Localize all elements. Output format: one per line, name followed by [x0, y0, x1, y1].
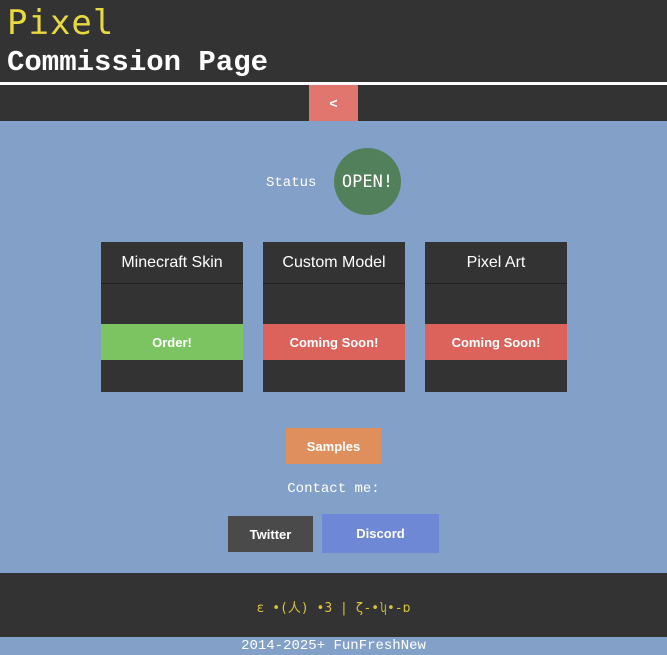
commission-card-minecraft-skin: Minecraft Skin Order! [101, 242, 243, 392]
site-logo: Pixel [7, 3, 115, 43]
footer: ε •(人) •3 | ζ-•ʮ•-ɒ [0, 573, 667, 637]
footer-kaomoji: ε •(人) •3 | ζ-•ʮ•-ɒ [256, 601, 411, 616]
card-title: Pixel Art [425, 242, 567, 284]
status-badge: OPEN! [334, 148, 401, 215]
card-title: Custom Model [263, 242, 405, 284]
back-button[interactable]: < [309, 85, 358, 121]
card-title: Minecraft Skin [101, 242, 243, 284]
twitter-button[interactable]: Twitter [228, 516, 313, 552]
contact-label: Contact me: [287, 481, 380, 497]
samples-button[interactable]: Samples [286, 428, 381, 464]
commission-card-custom-model: Custom Model Coming Soon! [263, 242, 405, 392]
copyright-text: 2014-2025+ FunFreshNew [241, 638, 426, 654]
discord-button[interactable]: Discord [322, 514, 439, 553]
order-button[interactable]: Order! [101, 324, 243, 360]
page-title: Commission Page [7, 46, 269, 79]
coming-soon-button[interactable]: Coming Soon! [425, 324, 567, 360]
header: Pixel Commission Page < [0, 0, 667, 121]
coming-soon-button[interactable]: Coming Soon! [263, 324, 405, 360]
header-divider [0, 82, 667, 85]
commission-card-pixel-art: Pixel Art Coming Soon! [425, 242, 567, 392]
status-label: Status [266, 175, 317, 191]
